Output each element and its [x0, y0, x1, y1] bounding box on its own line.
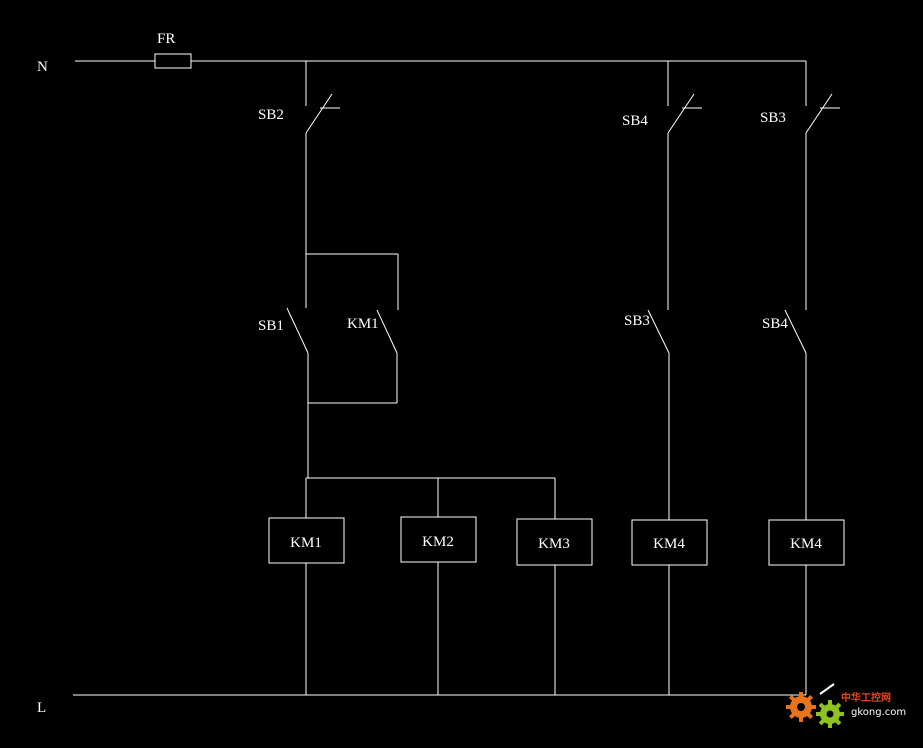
watermark-text-cn: 中华工控网: [841, 691, 891, 704]
contact-sb2-label: SB2: [258, 107, 284, 123]
contact-km1-aux-label: KM1: [347, 316, 379, 332]
rail-l-label: L: [37, 700, 46, 716]
branch-2-wiring: [667, 61, 670, 695]
coil-km3-label: KM3: [538, 536, 570, 552]
coil-km4-a-label: KM4: [653, 536, 685, 552]
watermark-text-en: gkong.com: [851, 707, 906, 718]
contact-sb3-top-label: SB3: [760, 110, 786, 126]
branch-1-wiring: [305, 61, 556, 695]
coil-km1: KM1: [268, 517, 345, 564]
coil-km2-label: KM2: [422, 534, 454, 550]
contact-sb3-top: [805, 93, 840, 134]
gear-icon: [786, 692, 816, 722]
watermark-logo: 中华工控网 gkong.com: [786, 683, 906, 728]
contact-sb4-bottom-label: SB4: [762, 316, 788, 332]
contact-sb4-bottom: [784, 309, 807, 354]
contact-sb3-bottom: [647, 309, 670, 354]
contact-sb1: [286, 307, 309, 354]
contact-sb4-top-label: SB4: [622, 113, 648, 129]
contact-sb1-label: SB1: [258, 318, 284, 334]
rail-n-label: N: [37, 59, 48, 75]
fuse-fr-symbol: [154, 53, 192, 69]
coil-km3: KM3: [516, 518, 593, 566]
coil-km4-b: KM4: [768, 519, 845, 566]
contact-sb4-top: [667, 93, 702, 134]
coil-km4-b-label: KM4: [790, 536, 822, 552]
contact-km1-aux: [376, 309, 398, 354]
coil-km4-a: KM4: [631, 519, 708, 566]
coil-km1-label: KM1: [290, 535, 322, 551]
fuse-fr-label: FR: [157, 31, 175, 47]
gear-icon-secondary: [816, 700, 844, 728]
contact-sb2: [305, 93, 340, 134]
rail-n: [75, 53, 806, 69]
contact-sb3-bottom-label: SB3: [624, 313, 650, 329]
coil-km2: KM2: [400, 516, 477, 563]
